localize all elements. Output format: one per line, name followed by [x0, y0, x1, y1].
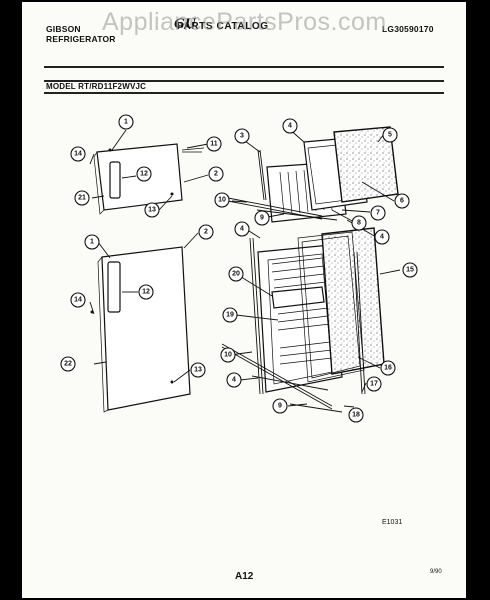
revision-date: 9/90 [430, 569, 442, 575]
callout-15: 15 [402, 262, 418, 278]
svg-text:13: 13 [194, 367, 202, 374]
header-rule-bottom [44, 92, 444, 94]
callout-4d: 4 [226, 372, 242, 388]
brand-name: GIBSON [46, 24, 81, 34]
callout-18: 18 [348, 407, 364, 423]
callout-4c: 4 [234, 221, 250, 237]
svg-text:9: 9 [260, 215, 264, 222]
fresh-food-liner-assembly [221, 227, 385, 413]
svg-text:2: 2 [214, 171, 218, 178]
callout-12: 12 [136, 166, 152, 182]
leader-lines [89, 127, 401, 408]
callout-4b: 4 [374, 229, 390, 245]
svg-text:2: 2 [204, 229, 208, 236]
figure-code: E1031 [382, 519, 403, 526]
product-type: REFRIGERATOR [46, 34, 116, 44]
callout-11: 11 [206, 136, 222, 152]
svg-text:1: 1 [124, 119, 128, 126]
brand-logo: GU [174, 16, 196, 32]
parts-diagram-sheet: GIBSON REFRIGERATOR GU PARTS CATALOG LG3… [22, 2, 466, 598]
callout-9: 9 [254, 210, 270, 226]
callout-7: 7 [370, 205, 386, 221]
svg-text:18: 18 [352, 412, 360, 419]
catalog-title: PARTS CATALOG [177, 21, 269, 32]
callout-13: 13 [144, 202, 160, 218]
svg-text:4: 4 [240, 226, 244, 233]
callout-9b: 9 [272, 398, 288, 414]
svg-text:6: 6 [400, 198, 404, 205]
callout-5: 5 [382, 127, 398, 143]
svg-text:10: 10 [224, 352, 232, 359]
callout-1b: 1 [84, 234, 100, 250]
callout-1: 1 [118, 114, 134, 130]
svg-text:8: 8 [357, 220, 361, 227]
svg-text:16: 16 [384, 365, 392, 372]
callout-21: 21 [74, 190, 90, 206]
callout-14: 14 [70, 146, 86, 162]
svg-text:22: 22 [64, 361, 72, 368]
fresh-food-door [90, 246, 191, 413]
svg-text:4: 4 [288, 123, 292, 130]
callout-14b: 14 [70, 292, 86, 308]
svg-text:4: 4 [232, 377, 236, 384]
watermark: AppliancePartsPros.com [102, 8, 387, 36]
svg-text:7: 7 [376, 210, 380, 217]
freezer-liner-assembly [227, 126, 399, 223]
svg-text:20: 20 [232, 271, 240, 278]
catalog-number: LG30590170 [382, 24, 434, 34]
callout-6: 6 [394, 193, 410, 209]
page-number: A12 [235, 571, 254, 582]
svg-text:4: 4 [380, 234, 384, 241]
header-rule-mid [44, 80, 444, 82]
header-rule-top [44, 66, 444, 68]
callout-20: 20 [228, 266, 244, 282]
freezer-door-handle [109, 161, 121, 199]
callout-17: 17 [366, 376, 382, 392]
callout-10: 10 [214, 192, 230, 208]
callout-2b: 2 [198, 224, 214, 240]
fresh-food-door-handle [107, 261, 121, 313]
callout-8: 8 [351, 215, 367, 231]
svg-text:17: 17 [370, 381, 378, 388]
svg-text:5: 5 [388, 132, 392, 139]
svg-text:15: 15 [406, 267, 414, 274]
svg-text:14: 14 [74, 151, 82, 158]
svg-text:14: 14 [74, 297, 82, 304]
callout-19: 19 [222, 307, 238, 323]
svg-text:13: 13 [148, 207, 156, 214]
svg-text:10: 10 [218, 197, 226, 204]
exploded-door-diagram: 1 14 11 12 2 21 13 3 4 5 6 7 8 4 10 9 1 … [60, 114, 418, 423]
callout-4: 4 [282, 118, 298, 134]
svg-text:1: 1 [90, 239, 94, 246]
svg-text:19: 19 [226, 312, 234, 319]
svg-text:21: 21 [78, 195, 86, 202]
callout-3: 3 [234, 128, 250, 144]
svg-text:11: 11 [210, 141, 218, 148]
callout-12b: 12 [138, 284, 154, 300]
svg-text:3: 3 [240, 133, 244, 140]
callout-10b: 10 [220, 347, 236, 363]
callout-13b: 13 [190, 362, 206, 378]
callout-16: 16 [380, 360, 396, 376]
svg-text:12: 12 [142, 289, 150, 296]
svg-text:12: 12 [140, 171, 148, 178]
svg-text:9: 9 [278, 403, 282, 410]
callout-2: 2 [208, 166, 224, 182]
model-number: MODEL RT/RD11F2WVJC [46, 82, 147, 91]
callout-22: 22 [60, 356, 76, 372]
